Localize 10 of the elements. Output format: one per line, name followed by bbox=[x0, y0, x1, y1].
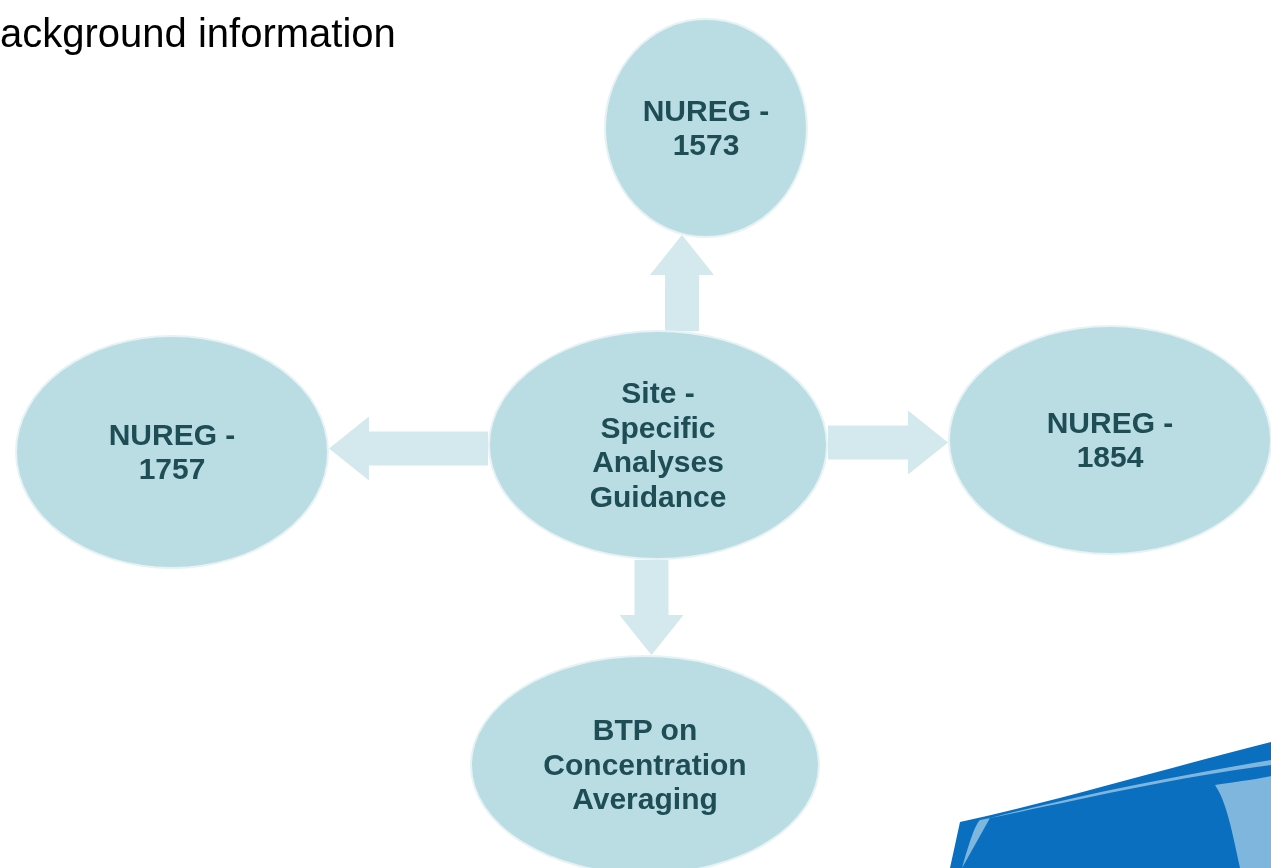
node-label: BTP on Concentration Averaging bbox=[542, 713, 748, 817]
slide-heading: ackground information bbox=[0, 10, 396, 57]
node-label: Site - Specific Analyses Guidance bbox=[588, 376, 728, 514]
node-label: NUREG - 1854 bbox=[1045, 405, 1175, 475]
block-arrow bbox=[619, 559, 684, 656]
node-label: NUREG - 1573 bbox=[641, 93, 771, 163]
node-label: NUREG - 1757 bbox=[107, 417, 237, 487]
block-arrow bbox=[328, 416, 489, 481]
block-arrow bbox=[827, 410, 949, 475]
block-arrow bbox=[650, 234, 714, 332]
